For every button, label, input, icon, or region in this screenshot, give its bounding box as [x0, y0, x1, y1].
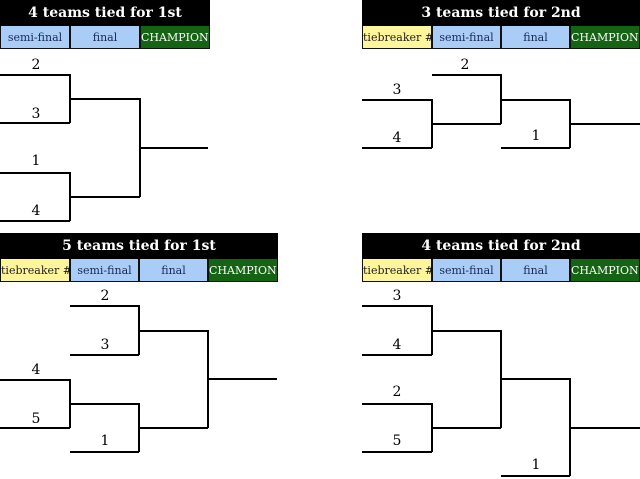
- panel-title: 4 teams tied for 2nd: [362, 233, 640, 259]
- header-champion: CHAMPION!: [208, 259, 278, 282]
- seed-label: 3: [392, 82, 402, 98]
- seed-label: 2: [100, 288, 110, 304]
- bracket-line: [500, 330, 502, 428]
- bracket-line: [0, 379, 70, 381]
- seed-label: 5: [392, 433, 402, 449]
- bracket-line: [0, 74, 70, 76]
- bracket-line: [138, 403, 140, 452]
- bracket-line: [569, 99, 571, 148]
- seed-label: 3: [31, 106, 41, 122]
- header-tiebreaker: tiebreaker # 1: [362, 259, 432, 282]
- bracket-line: [569, 378, 571, 476]
- bracket-line: [570, 427, 640, 429]
- bracket-line: [140, 147, 208, 149]
- seed-label: 4: [31, 203, 41, 219]
- bracket-line: [501, 475, 570, 477]
- bracket-line: [207, 330, 209, 428]
- bracket-line: [0, 220, 70, 222]
- bracket-line: [70, 98, 140, 100]
- header-champion: CHAMPION!: [140, 26, 210, 49]
- header-tiebreaker: tiebreaker # 1: [362, 26, 432, 49]
- bracket-line: [362, 147, 432, 149]
- bracket-line: [432, 330, 501, 332]
- seed-label: 3: [100, 337, 110, 353]
- bracket-line: [70, 403, 139, 405]
- bracket-line: [431, 305, 433, 355]
- bracket-line: [432, 74, 501, 76]
- panel-title: 3 teams tied for 2nd: [362, 0, 640, 26]
- seed-label: 1: [31, 153, 41, 169]
- bracket-line: [362, 354, 432, 356]
- bracket-line: [431, 99, 433, 148]
- bracket-line: [570, 123, 640, 125]
- bracket-line: [501, 147, 570, 149]
- seed-label: 1: [531, 128, 541, 144]
- bracket-line: [139, 427, 208, 429]
- seed-label: 2: [392, 384, 402, 400]
- bracket-line: [0, 172, 70, 174]
- seed-label: 3: [392, 288, 402, 304]
- header-tiebreaker: tiebreaker # 1: [0, 259, 70, 282]
- header-final: final: [70, 26, 140, 49]
- bracket-line: [362, 403, 432, 405]
- header-semi-final: semi-final: [432, 26, 501, 49]
- bracket-line: [362, 305, 432, 307]
- header-final: final: [139, 259, 208, 282]
- bracket-line: [139, 98, 141, 197]
- bracket-line: [138, 305, 140, 355]
- bracket-4-teams-1st: 4 teams tied for 1st semi-final final CH…: [0, 0, 210, 225]
- bracket-line: [70, 196, 140, 198]
- bracket-line: [362, 99, 432, 101]
- bracket-line: [501, 378, 570, 380]
- bracket-line: [69, 379, 71, 428]
- bracket-5-teams-1st: 5 teams tied for 1st tiebreaker # 1 semi…: [0, 233, 278, 458]
- seed-label: 4: [392, 130, 402, 146]
- seed-label: 2: [460, 57, 470, 73]
- seed-label: 2: [31, 57, 41, 73]
- seed-label: 1: [531, 457, 541, 473]
- bracket-line: [0, 427, 70, 429]
- seed-label: 4: [31, 362, 41, 378]
- bracket-line: [69, 74, 71, 123]
- bracket-line: [69, 172, 71, 221]
- bracket-line: [432, 123, 501, 125]
- bracket-line: [500, 74, 502, 124]
- header-semi-final: semi-final: [0, 26, 70, 49]
- seed-label: 5: [31, 411, 41, 427]
- bracket-line: [362, 451, 432, 453]
- header-champion: CHAMPION!: [570, 259, 640, 282]
- header-champion: CHAMPION!: [570, 26, 640, 49]
- bracket-line: [501, 99, 570, 101]
- bracket-line: [70, 305, 139, 307]
- bracket-line: [70, 354, 139, 356]
- bracket-line: [431, 403, 433, 452]
- bracket-4-teams-2nd: 4 teams tied for 2nd tiebreaker # 1 semi…: [362, 233, 640, 479]
- header-semi-final: semi-final: [432, 259, 501, 282]
- header-semi-final: semi-final: [70, 259, 139, 282]
- header-final: final: [501, 259, 570, 282]
- bracket-line: [0, 122, 70, 124]
- bracket-line: [208, 378, 277, 380]
- seed-label: 1: [100, 433, 110, 449]
- bracket-line: [70, 451, 139, 453]
- bracket-3-teams-2nd: 3 teams tied for 2nd tiebreaker # 1 semi…: [362, 0, 640, 160]
- panel-title: 5 teams tied for 1st: [0, 233, 278, 259]
- bracket-line: [139, 330, 208, 332]
- seed-label: 4: [392, 337, 402, 353]
- panel-title: 4 teams tied for 1st: [0, 0, 210, 26]
- header-final: final: [501, 26, 570, 49]
- bracket-line: [432, 427, 501, 429]
